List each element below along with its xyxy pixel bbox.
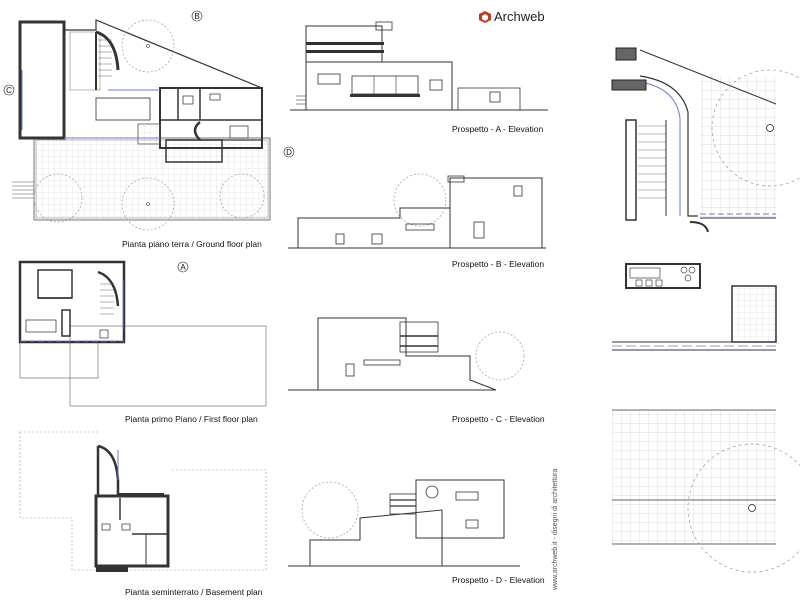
caption-ground-floor: Pianta piano terra / Ground floor plan	[122, 239, 262, 249]
caption-elevation-d: Prospetto - D - Elevation	[452, 575, 545, 585]
elevation-d	[288, 479, 520, 567]
elevation-c	[288, 317, 525, 391]
first-floor-plan	[18, 260, 267, 407]
marker-d: D	[283, 146, 295, 158]
caption-elevation-b: Prospetto - B - Elevation	[452, 259, 544, 269]
basement-plan	[19, 431, 267, 572]
caption-basement: Pianta seminterrato / Basement plan	[125, 587, 263, 597]
ground-floor-plan	[12, 19, 271, 231]
watermark-text: www.archweb.it - disegni di architettura	[552, 469, 559, 591]
logo-text: Archweb	[494, 9, 545, 24]
detail-lower	[612, 409, 800, 573]
marker-a: A	[177, 261, 189, 273]
marker-c: C	[3, 84, 15, 96]
marker-a-label: A	[180, 263, 186, 272]
marker-c-label: C	[6, 86, 12, 95]
marker-b: B	[191, 10, 203, 22]
caption-elevation-a: Prospetto - A - Elevation	[452, 124, 543, 134]
elevation-b	[288, 173, 546, 249]
marker-b-label: B	[194, 12, 199, 21]
detail-upper	[611, 47, 800, 233]
elevation-a	[290, 21, 548, 111]
detail-middle	[612, 263, 777, 351]
caption-elevation-c: Prospetto - C - Elevation	[452, 414, 545, 424]
caption-first-floor: Pianta primo Piano / First floor plan	[125, 414, 258, 424]
marker-d-label: D	[286, 148, 292, 157]
archweb-logo: Archweb	[479, 9, 545, 24]
